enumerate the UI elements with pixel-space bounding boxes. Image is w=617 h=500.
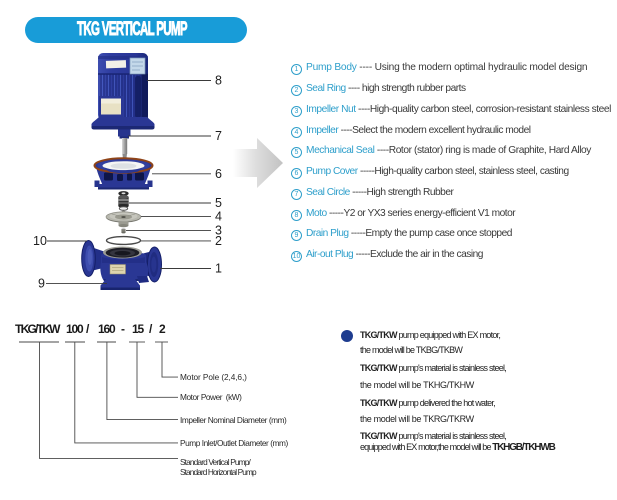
svg-text:4: 4 [215,210,222,224]
svg-text:7: 7 [215,129,222,143]
svg-text:3: 3 [215,224,222,238]
svg-text:1: 1 [215,262,222,276]
svg-text:10: 10 [33,234,47,248]
svg-text:5: 5 [215,196,222,210]
svg-text:2: 2 [215,234,222,248]
svg-text:8: 8 [215,74,222,88]
svg-text:6: 6 [215,167,222,181]
svg-text:9: 9 [38,277,45,291]
